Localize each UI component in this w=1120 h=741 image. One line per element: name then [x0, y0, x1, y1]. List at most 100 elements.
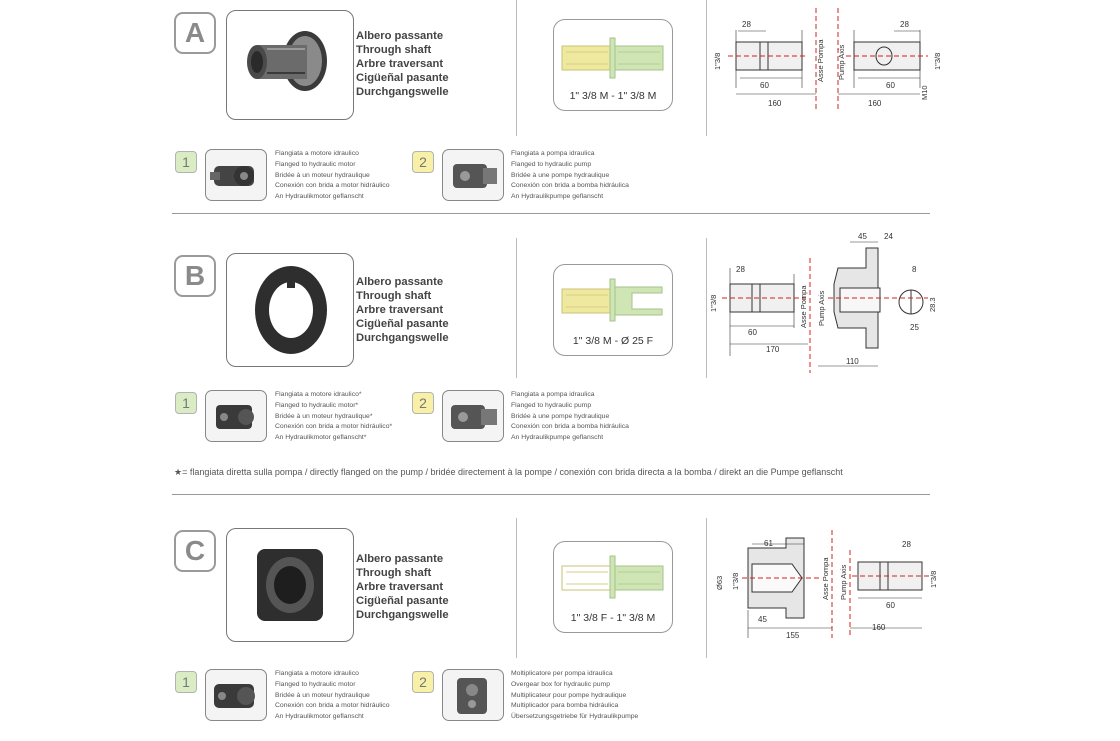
dim-25: 25	[910, 323, 919, 332]
dim-60: 60	[886, 601, 895, 610]
dim-60: 60	[760, 81, 769, 90]
dim-28: 28	[902, 540, 911, 549]
option-line: Conexión con brida a motor hidráulico*	[275, 423, 393, 431]
shaft-type-diagram: 1" 3/8 F - 1" 3/8 M	[553, 541, 673, 633]
motor-photo	[205, 669, 267, 721]
gearbox-photo	[442, 669, 504, 721]
title-en: Through shaft	[356, 567, 432, 579]
option-number: 1	[175, 151, 197, 173]
option-line: Bridée à un moteur hydraulique	[275, 691, 370, 699]
title-it: Albero passante	[356, 553, 444, 565]
pump-photo	[442, 390, 504, 442]
dim-45: 45	[758, 615, 767, 624]
shaft-label: 1" 3/8 M - Ø 25 F	[572, 335, 654, 347]
option-line: Conexión con brida a bomba hidráulica	[511, 423, 629, 431]
option-line: Conexión con brida a motor hidráulico	[275, 702, 390, 710]
technical-drawing: 61 28 Ø63 1"3/8 1"3/8 45 60 155 160 Asse…	[715, 530, 938, 640]
dim-m10: M10	[920, 85, 929, 100]
option-line: Moltiplicatore per pompa idraulica	[511, 670, 613, 677]
dim-28-3: 28.3	[928, 297, 937, 312]
title-de: Durchgangswelle	[356, 332, 449, 344]
dim-60: 60	[886, 81, 895, 90]
shaft-label: 1" 3/8 M - 1" 3/8 M	[569, 90, 657, 102]
dim-28: 28	[736, 265, 745, 274]
option-line: An Hydraulikmotor geflanscht	[275, 713, 364, 721]
option-line: Multiplicateur pour pompe hydraulique	[511, 691, 627, 699]
option-line: Bridée à une pompe hydraulique	[511, 412, 610, 420]
option-line: Bridée à une pompe hydraulique	[511, 171, 610, 179]
dim-160: 160	[768, 99, 782, 108]
motor-photo	[205, 149, 267, 201]
title-fr: Arbre traversant	[356, 581, 444, 593]
dim-1-3-8: 1"3/8	[713, 53, 722, 70]
option-line: Flanged to hydraulic motor	[275, 680, 356, 688]
pump-photo	[442, 149, 504, 201]
dim-60: 60	[748, 328, 757, 337]
title-fr: Arbre traversant	[356, 304, 444, 316]
option-number: 1	[175, 392, 197, 414]
dim-24: 24	[884, 232, 893, 241]
section-letter-badge: C	[174, 530, 216, 572]
option-line: An Hydraulikmotor geflanscht*	[275, 434, 367, 442]
option-line: Flanged to hydraulic motor	[275, 160, 356, 168]
dim-diameter-63: Ø63	[715, 576, 724, 590]
option-line: Übersetzungsgetriebe für Hydraulikpumpe	[511, 713, 639, 721]
title-es: Cigüeñal pasante	[356, 595, 449, 607]
option-text: Flangiata a motore idraulico Flanged to …	[275, 669, 389, 723]
shaft-type-diagram: 1" 3/8 M - Ø 25 F	[553, 264, 673, 356]
column-divider	[516, 238, 517, 378]
title-en: Through shaft	[356, 290, 432, 302]
title-es: Cigüeñal pasante	[356, 318, 449, 330]
motor-photo	[205, 390, 267, 442]
title-de: Durchgangswelle	[356, 609, 449, 621]
option-line: Multiplicador para bomba hidráulica	[511, 702, 619, 710]
option-line: Flangiata a motore idraulico	[275, 150, 359, 157]
option-line: Flanged to hydraulic pump	[511, 401, 592, 409]
column-divider	[706, 518, 707, 658]
column-divider	[516, 518, 517, 658]
option-line: Flangiata a motore idraulico	[275, 670, 359, 677]
option-text: Flangiata a pompa idraulica Flanged to h…	[511, 390, 629, 444]
dim-155: 155	[786, 631, 800, 640]
shaft-photo	[226, 528, 354, 642]
dim-45: 45	[858, 232, 867, 241]
option-number: 2	[412, 392, 434, 414]
title-es: Cigüeñal pasante	[356, 72, 449, 84]
technical-drawing: 45 24 28 8 28.3 25 60 170 110 1"3/8 Asse…	[709, 232, 937, 373]
option-line: An Hydraulikmotor geflanscht	[275, 193, 364, 201]
shaft-label: 1" 3/8 F - 1" 3/8 M	[570, 612, 656, 624]
dim-8: 8	[912, 265, 917, 274]
dim-61: 61	[764, 539, 773, 548]
option-number: 1	[175, 671, 197, 693]
shaft-photo	[226, 10, 354, 120]
footnote: ★= flangiata diretta sulla pompa / direc…	[174, 467, 843, 477]
axis-label-it: Asse Pompa	[821, 557, 830, 600]
dim-1-3-8: 1"3/8	[933, 53, 942, 70]
technical-drawing: 28 28 60 60 160 160 1"3/8 1"3/8 M10 Asse…	[713, 8, 942, 112]
dim-1-3-8: 1"3/8	[731, 573, 740, 590]
dim-170: 170	[766, 345, 780, 354]
section-letter-badge: A	[174, 12, 216, 54]
column-divider	[706, 238, 707, 378]
axis-label-it: Asse Pompa	[816, 39, 825, 82]
section-titles: Albero passante Through shaft Arbre trav…	[356, 552, 449, 622]
dim-28: 28	[742, 20, 751, 29]
option-number: 2	[412, 151, 434, 173]
title-en: Through shaft	[356, 44, 432, 56]
option-line: An Hydraulikpumpe geflanscht	[511, 193, 604, 201]
dim-28: 28	[900, 20, 909, 29]
axis-label-en: Pump Axis	[839, 564, 848, 600]
column-divider	[706, 0, 707, 136]
option-line: Flangiata a pompa idraulica	[511, 150, 595, 157]
shaft-photo	[226, 253, 354, 367]
section-divider	[172, 213, 930, 214]
title-de: Durchgangswelle	[356, 86, 449, 98]
option-line: Flanged to hydraulic pump	[511, 160, 592, 168]
shaft-type-diagram: 1" 3/8 M - 1" 3/8 M	[553, 19, 673, 111]
option-text: Moltiplicatore per pompa idraulica Overg…	[511, 669, 638, 723]
option-line: Flangiata a pompa idraulica	[511, 391, 595, 398]
axis-label-en: Pump Axis	[817, 290, 826, 326]
section-divider	[172, 494, 930, 495]
title-it: Albero passante	[356, 30, 444, 42]
axis-label-it: Asse Pompa	[799, 285, 808, 328]
